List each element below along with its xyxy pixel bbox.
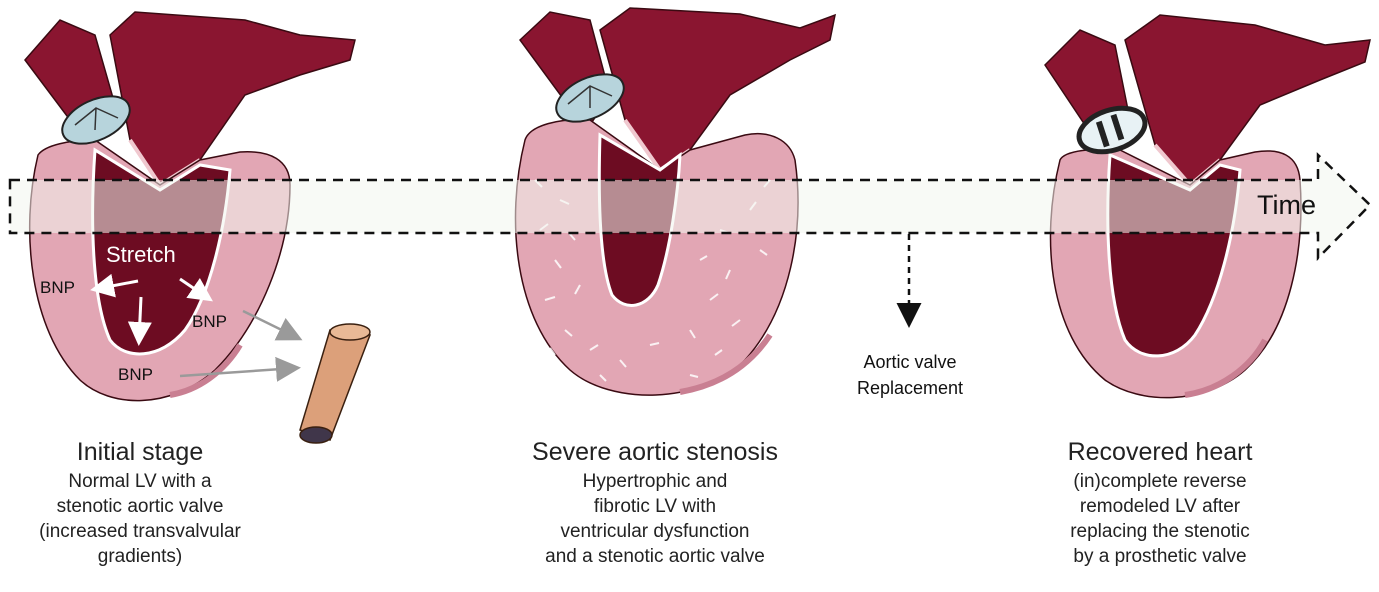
stretch-label: Stretch (106, 242, 176, 268)
caption-severe: Severe aortic stenosis Hypertrophic and … (505, 437, 805, 569)
bnp-label-2: BNP (192, 312, 227, 332)
caption-line: (increased transvalvular (20, 519, 260, 544)
bnp-label-1: BNP (40, 278, 75, 298)
replacement-line-2: Replacement (830, 375, 990, 401)
time-label: Time (1257, 190, 1316, 221)
caption-line: gradients) (20, 544, 260, 569)
caption-line: Hypertrophic and (505, 469, 805, 494)
caption-line: fibrotic LV with (505, 494, 805, 519)
caption-line: replacing the stenotic (1025, 519, 1295, 544)
blood-vessel (300, 324, 370, 443)
caption-line: by a prosthetic valve (1025, 544, 1295, 569)
caption-line: ventricular dysfunction (505, 519, 805, 544)
replacement-label: Aortic valve Replacement (830, 349, 990, 401)
caption-recovered: Recovered heart (in)complete reverse rem… (1025, 437, 1295, 569)
caption-line: and a stenotic aortic valve (505, 544, 805, 569)
caption-line: remodeled LV after (1025, 494, 1295, 519)
caption-line: Normal LV with a (20, 469, 260, 494)
bnp-label-3: BNP (118, 365, 153, 385)
caption-title: Severe aortic stenosis (505, 437, 805, 467)
caption-title: Recovered heart (1025, 437, 1295, 467)
caption-line: (in)complete reverse (1025, 469, 1295, 494)
replacement-line-1: Aortic valve (830, 349, 990, 375)
caption-line: stenotic aortic valve (20, 494, 260, 519)
caption-title: Initial stage (20, 437, 260, 467)
caption-initial: Initial stage Normal LV with a stenotic … (20, 437, 260, 569)
